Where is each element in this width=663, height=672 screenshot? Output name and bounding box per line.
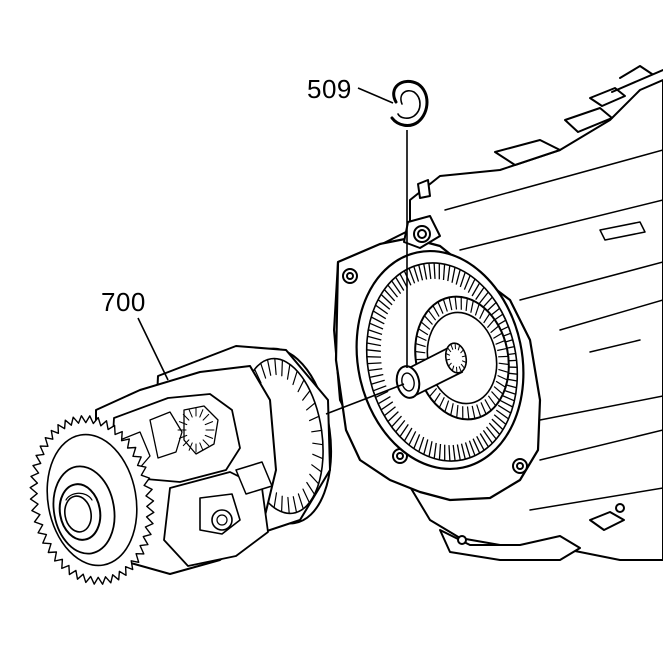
callout-label-700: 700 (101, 289, 146, 315)
transmission-housing (334, 66, 663, 560)
snap-ring-509 (392, 81, 427, 125)
differential-assembly-700 (25, 342, 342, 586)
callout-label-509: 509 (307, 76, 352, 102)
